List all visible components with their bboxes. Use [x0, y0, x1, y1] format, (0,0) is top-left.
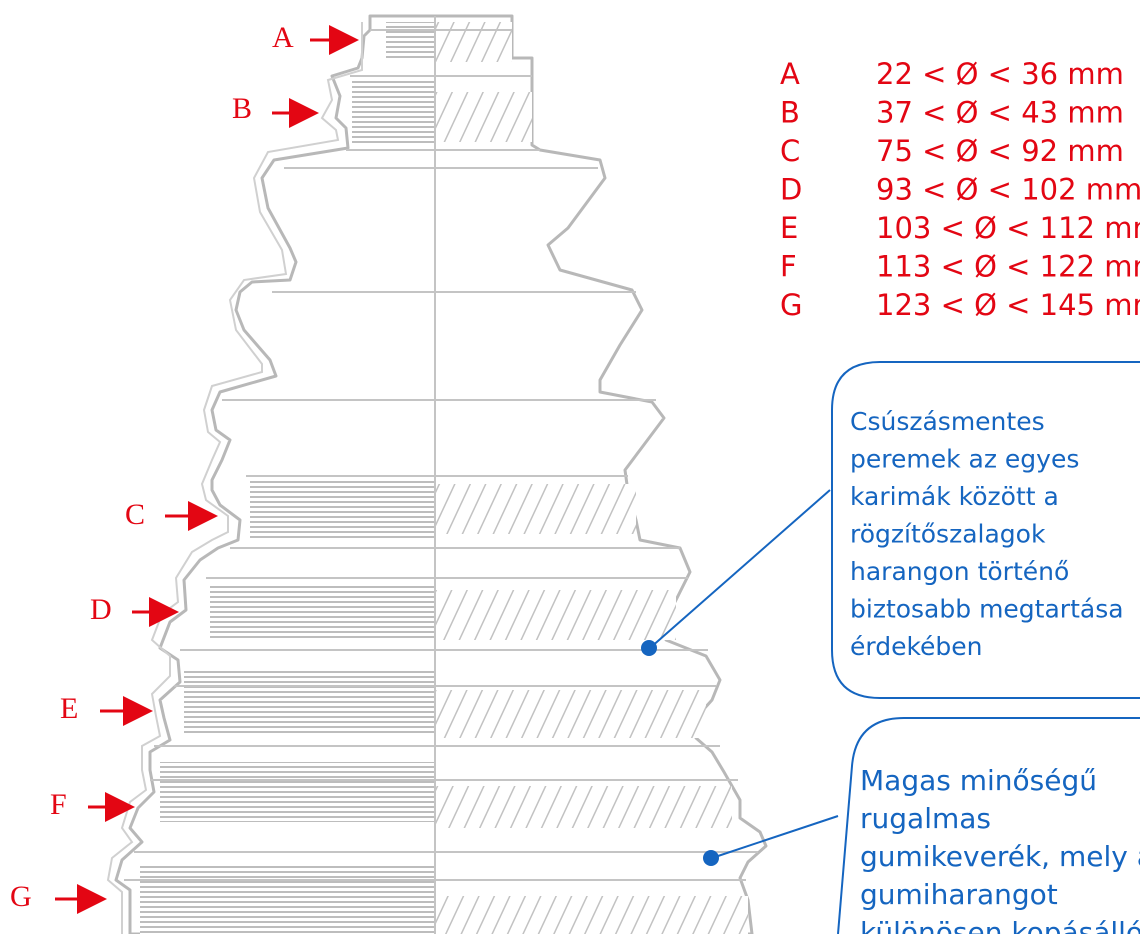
- rib-band-g: [140, 866, 435, 934]
- callout-2-line: gumikeverék, mely a: [860, 840, 1140, 873]
- rib-band-f: [160, 762, 435, 822]
- callout-flanges-dot: [641, 640, 657, 656]
- callout-flanges-frame: [831, 361, 1140, 699]
- zone-label-e: E: [60, 692, 78, 725]
- table-range-c: 75 < Ø < 92 mm: [876, 134, 1124, 168]
- hatch-band-b: [436, 92, 532, 142]
- rib-band-b: [352, 80, 435, 144]
- table-range-f: 113 < Ø < 122 mm: [876, 250, 1140, 284]
- hatch-band-e: [436, 690, 706, 738]
- zone-label-d: D: [90, 593, 112, 626]
- boot-outer-outline: [106, 22, 363, 934]
- zone-labels-left: A B C D E F G: [10, 21, 359, 914]
- callout-2-line: rugalmas: [860, 802, 991, 835]
- table-range-d: 93 < Ø < 102 mm: [876, 173, 1140, 207]
- callout-1-line: biztosabb megtartása: [850, 595, 1124, 624]
- table-letter-g: G: [780, 288, 802, 322]
- callout-1-line: rögzítőszalagok: [850, 520, 1046, 549]
- hatch-band-a: [436, 22, 512, 62]
- diameter-table: A 22 < Ø < 36 mm B 37 < Ø < 43 mm C 75 < Ø < …: [780, 57, 1140, 322]
- table-letter-b: B: [780, 96, 800, 130]
- callout-2-line: Magas minőségű: [860, 764, 1097, 797]
- zone-label-b: B: [232, 92, 252, 125]
- table-letter-e: E: [780, 211, 798, 245]
- callout-1-line: peremek az egyes: [850, 445, 1079, 474]
- table-letter-c: C: [780, 134, 800, 168]
- table-letter-f: F: [780, 250, 797, 284]
- callout-flanges-leader: [649, 489, 831, 649]
- right-hatch-bands: [436, 22, 748, 934]
- callout-2-line: gumiharangot: [860, 878, 1058, 911]
- callout-rubber-frame: [837, 717, 1140, 934]
- rib-band-e: [184, 668, 435, 734]
- table-range-a: 22 < Ø < 36 mm: [876, 57, 1124, 91]
- callout-rubber: Magas minőségű rugalmas gumikeverék, mely …: [703, 717, 1140, 934]
- rib-band-a: [386, 22, 435, 58]
- callout-rubber-text: Magas minőségű rugalmas gumikeverék, mely …: [860, 764, 1140, 934]
- rib-band-d: [210, 586, 435, 638]
- table-range-g: 123 < Ø < 145 mm: [876, 288, 1140, 322]
- hatch-band-c: [436, 484, 636, 534]
- table-range-b: 37 < Ø < 43 mm: [876, 96, 1124, 130]
- table-range-e: 103 < Ø < 112 mm: [876, 211, 1140, 245]
- hatch-band-d: [436, 590, 676, 640]
- table-letter-a: A: [780, 57, 800, 91]
- callout-1-line: Csúszásmentes: [850, 407, 1045, 436]
- callout-2-line: különösen kopásálló: [860, 916, 1140, 934]
- callout-1-line: karimák között a: [850, 482, 1059, 511]
- callout-flanges-text: Csúszásmentes peremek az egyes karimák köz…: [850, 407, 1124, 661]
- callout-1-line: érdekében: [850, 632, 983, 661]
- callout-rubber-dot: [703, 850, 719, 866]
- zone-label-f: F: [50, 788, 67, 821]
- callout-flanges: Csúszásmentes peremek az egyes karimák köz…: [641, 361, 1140, 699]
- zone-label-g: G: [10, 880, 32, 913]
- boot-contours: [124, 16, 758, 934]
- zone-label-a: A: [272, 21, 294, 54]
- hatch-band-g: [436, 896, 748, 934]
- callout-1-line: harangon történő: [850, 557, 1069, 586]
- zone-label-c: C: [125, 498, 145, 531]
- callout-rubber-leader: [711, 815, 839, 859]
- table-letter-d: D: [780, 173, 802, 207]
- rib-band-c: [250, 480, 435, 540]
- hatch-band-f: [436, 786, 732, 828]
- left-rib-bands: [140, 22, 435, 934]
